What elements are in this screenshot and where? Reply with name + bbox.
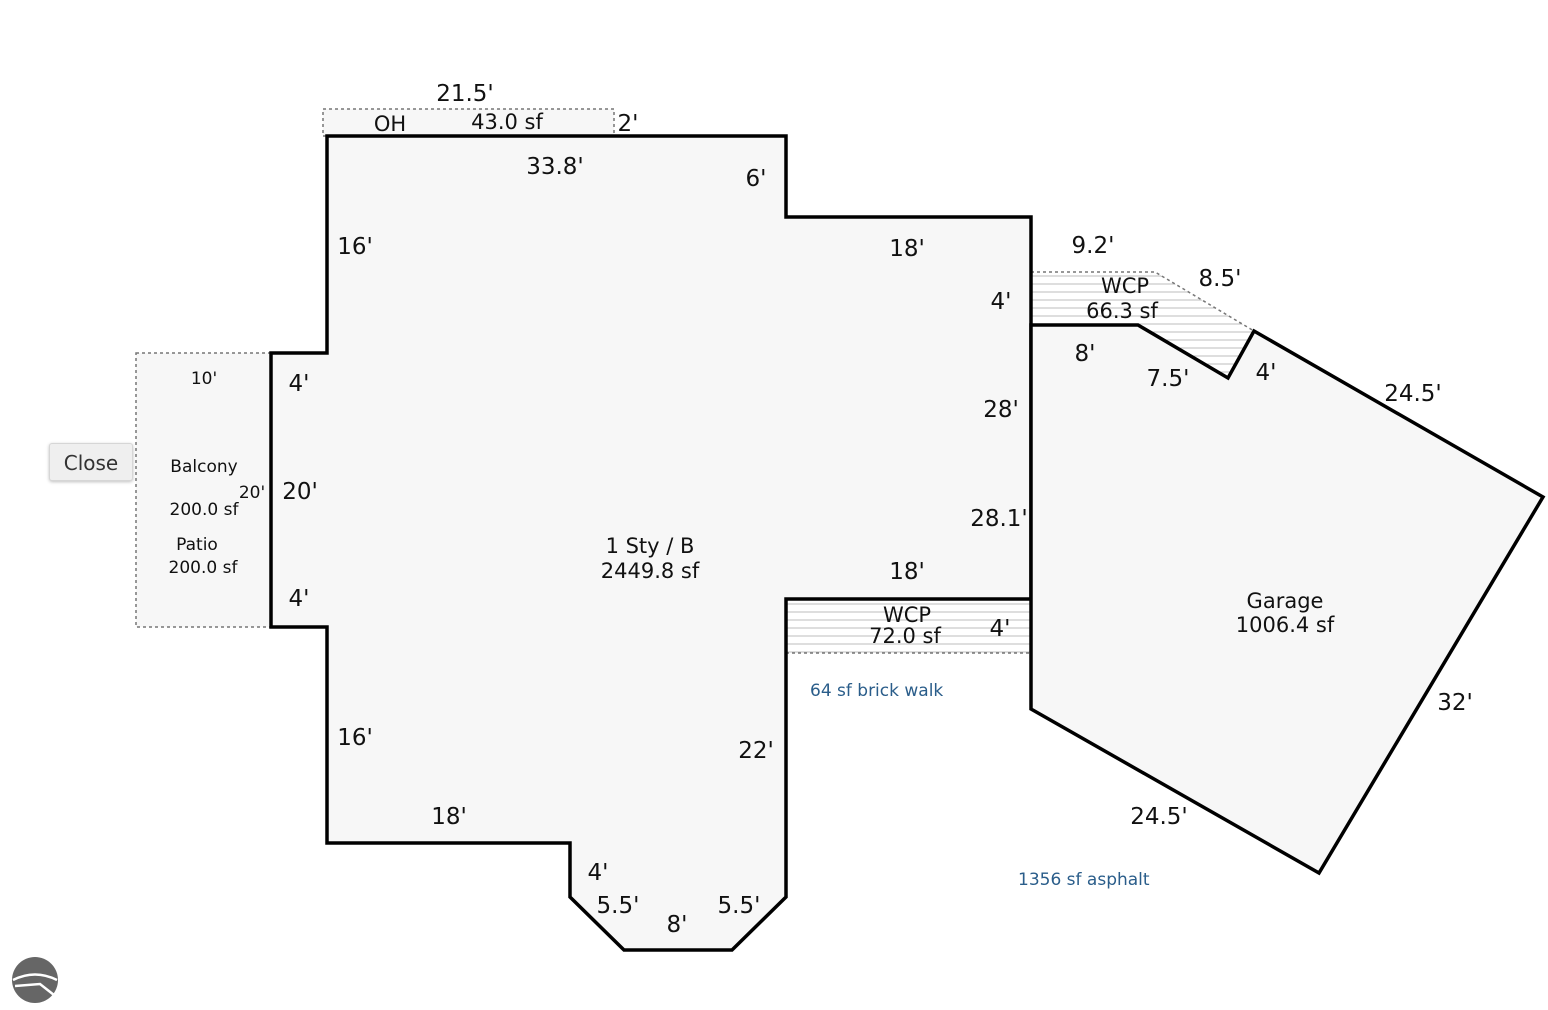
wcp-bottom-sf: 72.0 sf: [869, 624, 941, 648]
dim-wcp-top-angle: 8.5': [1199, 266, 1242, 292]
dim-main-right-28: 28': [983, 397, 1019, 423]
dim-garage-left: 28.1': [970, 506, 1028, 532]
dim-bay-left: 5.5': [597, 893, 640, 919]
dim-left-mid: 20': [282, 479, 318, 505]
dim-right-upper-18: 18': [889, 236, 925, 262]
dim-oh-depth: 2': [618, 111, 639, 137]
dim-garage-top-8: 8': [1075, 341, 1096, 367]
dim-bay-side: 4': [588, 860, 609, 886]
dim-garage-top-right: 24.5': [1384, 381, 1442, 407]
dim-left-jog-top: 4': [289, 371, 310, 397]
dim-top-wall: 33.8': [526, 154, 584, 180]
dim-oh-width: 21.5': [436, 81, 494, 107]
dim-left-upper: 16': [337, 234, 373, 260]
dim-wcp-bottom-depth: 4': [990, 616, 1011, 642]
oh-sf: 43.0 sf: [471, 110, 543, 134]
dim-wcp-top-left: 4': [991, 289, 1012, 315]
dim-bottom-left-18: 18': [431, 804, 467, 830]
dim-bay-right: 5.5': [718, 893, 761, 919]
dim-balcony-depth: 10': [191, 369, 217, 389]
patio-sf: 200.0 sf: [169, 558, 239, 578]
main-house-outline: [269, 134, 1033, 952]
dim-step-6: 6': [746, 166, 767, 192]
wcp-bottom-area: [786, 599, 1031, 653]
dim-left-lower: 16': [337, 725, 373, 751]
main-house-sf: 2449.8 sf: [601, 559, 700, 583]
brick-walk-note: 64 sf brick walk: [810, 681, 943, 701]
garage-outline: [1029, 323, 1546, 876]
oh-label: OH: [374, 112, 406, 136]
balcony-patio-area: [135, 352, 272, 628]
brand-logo-icon: [12, 957, 58, 1003]
oh-area: [322, 108, 615, 137]
dim-right-lower: 22': [738, 738, 774, 764]
patio-label: Patio: [176, 535, 218, 555]
dim-left-jog-bottom: 4': [289, 586, 310, 612]
wcp-top-sf: 66.3 sf: [1086, 299, 1158, 323]
dim-wcp-top-width: 9.2': [1072, 233, 1115, 259]
wcp-top-outline: [1031, 271, 1255, 332]
asphalt-note: 1356 sf asphalt: [1018, 870, 1150, 890]
main-house-label: 1 Sty / B: [606, 534, 695, 558]
dim-garage-notch-7-5: 7.5': [1147, 366, 1190, 392]
close-button[interactable]: Close: [49, 443, 133, 481]
wcp-top-label: WCP: [1101, 274, 1149, 298]
dim-wcp-bottom-top: 18': [889, 559, 925, 585]
balcony-sf: 200.0 sf: [170, 500, 240, 520]
dim-garage-bottom: 24.5': [1130, 804, 1188, 830]
dim-garage-notch-4: 4': [1256, 360, 1277, 386]
wcp-bottom-label: WCP: [883, 603, 931, 627]
dim-bay-bottom: 8': [667, 912, 688, 938]
garage-sf: 1006.4 sf: [1236, 613, 1335, 637]
dim-balcony-width: 20': [239, 483, 265, 503]
balcony-label: Balcony: [170, 457, 237, 477]
dim-garage-right: 32': [1437, 690, 1473, 716]
garage-label: Garage: [1247, 589, 1324, 613]
